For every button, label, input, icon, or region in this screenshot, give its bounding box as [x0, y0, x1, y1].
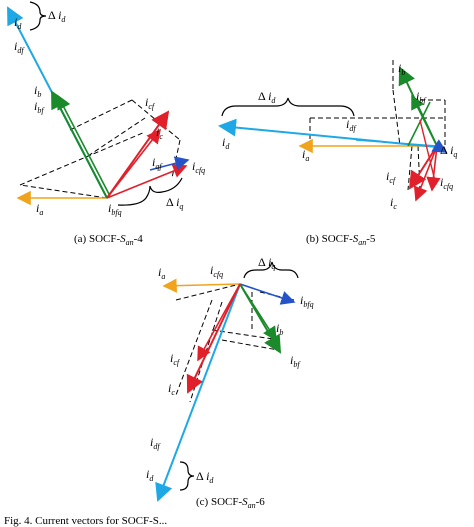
iqf-vector: [149, 156, 190, 171]
delta-iq-label: Δ iq: [258, 255, 275, 271]
footer-fragment: Fig. 4. Current vectors for SOCF-S...: [4, 515, 167, 527]
dashed-line: [131, 99, 181, 141]
ibf-vector: [411, 94, 438, 147]
ibf-label: ibf: [34, 99, 45, 115]
ia-label: ia: [158, 265, 165, 281]
idf-label: idf: [150, 435, 161, 451]
delta-id-brace: [221, 97, 355, 117]
icf-vector: [408, 145, 438, 190]
delta-iq-brace: [243, 261, 299, 279]
dashed-line: [221, 339, 279, 351]
icf-label: icf: [170, 351, 181, 367]
id-label: id: [14, 15, 22, 31]
idf-label: idf: [346, 117, 357, 133]
ic-label: ic: [390, 195, 397, 211]
ib-vector: [51, 90, 108, 199]
ibf-link: [407, 101, 431, 147]
ic-link: [419, 119, 437, 186]
icfq-vector: [106, 164, 188, 199]
ibf-label: ibf: [290, 353, 301, 369]
ibf-label: ibf: [416, 89, 427, 105]
iqf-label: iqf: [152, 155, 163, 171]
iq-vector: [431, 139, 448, 153]
ic-vector: [186, 283, 241, 394]
dashed-line: [87, 117, 146, 157]
ibfq-label: ibfq: [300, 293, 314, 309]
dashed-line: [69, 99, 133, 131]
delta-id-label: Δ id: [196, 469, 214, 485]
dashed-line: [19, 131, 146, 186]
delta-iq-brace: [117, 177, 183, 206]
icfq-label: icfq: [192, 159, 205, 175]
ic-label: ic: [168, 381, 175, 397]
dashed-line: [171, 139, 181, 179]
panel-b: Δ id idf id ia ib ibf Δ iq icf icfq ic (…: [218, 60, 457, 247]
caption-c: (c) SOCF-San-6: [196, 496, 265, 510]
dashed-line: [417, 145, 421, 191]
delta-iq-label: Δ iq: [440, 143, 457, 159]
ic-vector: [106, 128, 161, 199]
dashed-line: [175, 299, 213, 396]
ib-vector: [239, 283, 277, 342]
ia-label: ia: [302, 147, 309, 163]
icfq-vector: [426, 145, 441, 192]
icf-label: icf: [145, 95, 156, 111]
ibfq-label: ibfq: [108, 201, 122, 217]
icfq-label: icfq: [210, 263, 223, 279]
delta-id-brace: [29, 1, 47, 31]
ib-label: ib: [398, 61, 405, 77]
icf-label: icf: [386, 169, 397, 185]
caption-b: (b) SOCF-San-5: [306, 233, 376, 247]
ib-label: ib: [276, 321, 283, 337]
icf-vector: [197, 283, 241, 362]
idf-segment: [355, 139, 438, 147]
delta-id-brace: [179, 461, 195, 491]
dashed-line: [392, 89, 401, 147]
id-label: id: [222, 135, 230, 151]
ic-label: ic: [156, 125, 163, 141]
icfq-label: icfq: [440, 175, 453, 191]
ibfq-vector: [239, 283, 296, 305]
ib-label: ib: [34, 83, 41, 99]
dashed-line: [407, 145, 413, 191]
ic-vector: [413, 145, 438, 202]
delta-id-label: Δ id: [258, 89, 276, 105]
dashed-line: [19, 184, 108, 199]
delta-id-label: Δ id: [48, 8, 66, 24]
idf-label: idf: [14, 39, 25, 55]
ia-label: ia: [36, 201, 43, 217]
delta-iq-label: Δ iq: [166, 195, 183, 211]
dashed-line: [175, 283, 241, 301]
ibf-vector: [57, 94, 111, 197]
id-label: id: [146, 467, 154, 483]
panel-c: ia icfq Δ iq ibfq ib ibf icf ic idf id Δ…: [146, 255, 314, 510]
panel-a: Δ id id idf ib ibf icf ic iqf icfq ia ib…: [7, 1, 205, 247]
ia-vector: [162, 278, 241, 293]
caption-a: (a) SOCF-San-4: [74, 233, 143, 247]
